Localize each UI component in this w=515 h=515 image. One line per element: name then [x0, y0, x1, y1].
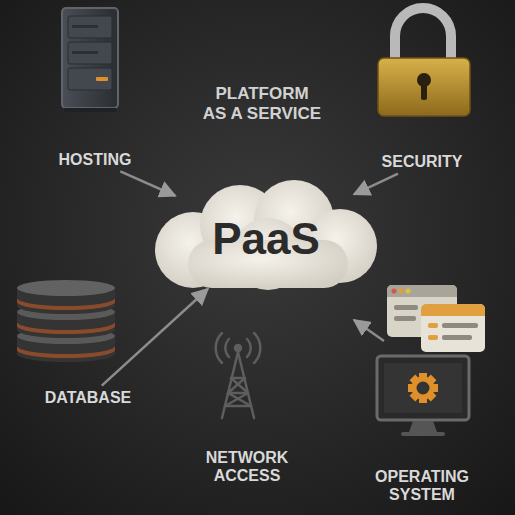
- flow-arrow: [354, 174, 398, 195]
- hosting-label: HOSTING: [59, 151, 132, 169]
- flow-arrow: [120, 171, 175, 195]
- network-label: NETWORK ACCESS: [206, 449, 289, 486]
- component-label: OPERATING SYSTEM: [375, 468, 469, 505]
- database-icon: [17, 280, 115, 362]
- security-label: SECURITY: [382, 153, 463, 171]
- component-label: SECURITY: [382, 153, 463, 171]
- diagram-title: PLATFORM AS A SERVICE: [202, 84, 322, 124]
- browser-window-icon: [387, 285, 485, 352]
- database-label: DATABASE: [45, 389, 132, 407]
- padlock-icon: [378, 8, 470, 116]
- service-name: PaaS: [212, 208, 320, 264]
- flow-arrow: [102, 289, 208, 386]
- component-label: DATABASE: [45, 389, 132, 407]
- os-label: OPERATING SYSTEM: [375, 468, 469, 505]
- cloud-shape: PaaS: [148, 180, 384, 292]
- antenna-icon: [216, 333, 261, 418]
- monitor-icon: [377, 356, 469, 436]
- component-label: NETWORK ACCESS: [206, 449, 289, 486]
- component-label: HOSTING: [59, 151, 132, 169]
- pointer-arrow: [354, 320, 384, 341]
- server-icon: [62, 8, 118, 112]
